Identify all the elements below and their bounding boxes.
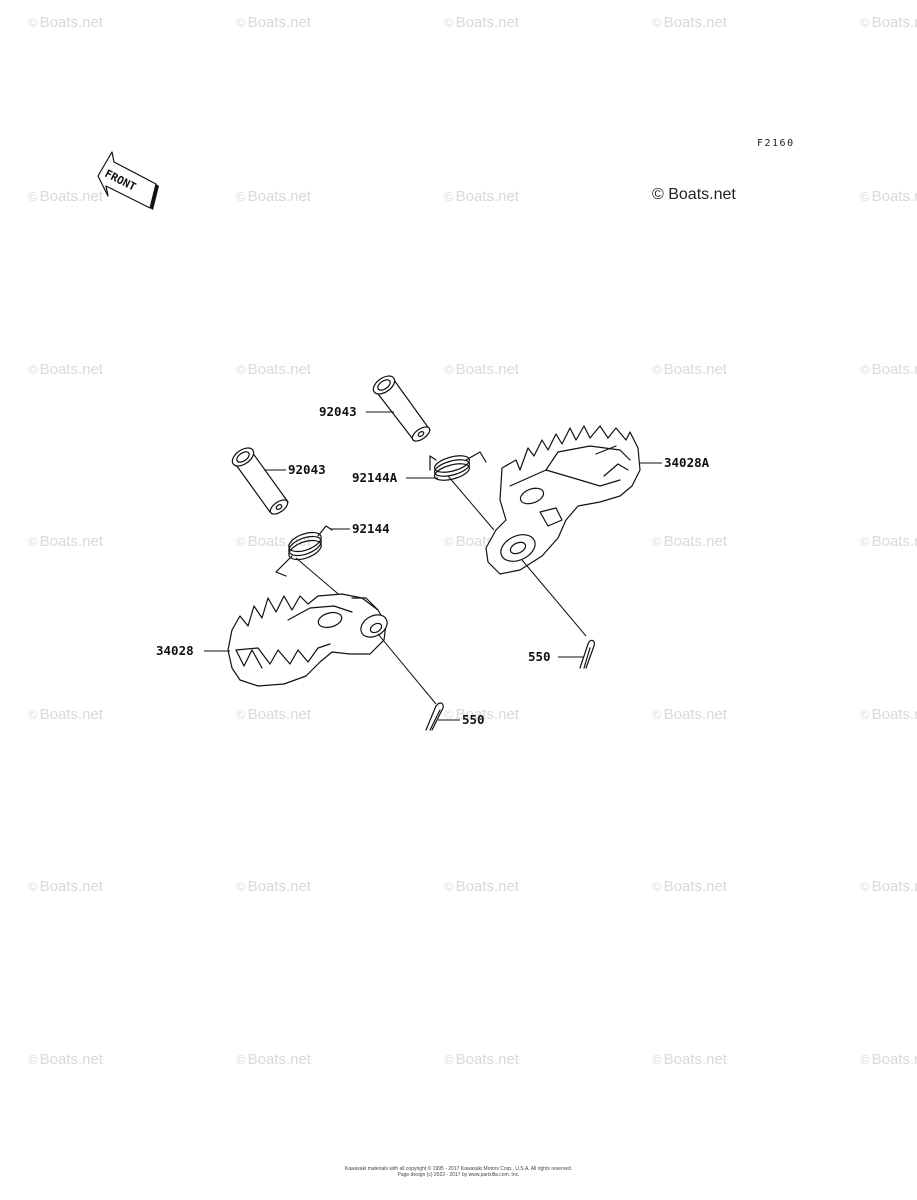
cotter-pin-right bbox=[579, 639, 595, 669]
figure-code: F2160 bbox=[757, 138, 795, 149]
part-label-footpeg-right[interactable]: 34028A bbox=[664, 455, 710, 470]
watermark: ©Boats.net bbox=[28, 706, 103, 723]
watermark: ©Boats.net bbox=[860, 14, 917, 31]
watermark: ©Boats.net bbox=[28, 533, 103, 550]
watermark: ©Boats.net bbox=[444, 1051, 519, 1068]
watermark: ©Boats.net bbox=[236, 361, 311, 378]
part-label-cotter-right[interactable]: 550 bbox=[528, 649, 551, 664]
footer-line: Kawasaki materials with all copyright © … bbox=[344, 1166, 573, 1172]
watermark: ©Boats.net bbox=[860, 188, 917, 205]
watermark: ©Boats.net bbox=[444, 188, 519, 205]
assembly-line bbox=[447, 475, 495, 531]
watermark: ©Boats.net bbox=[28, 1051, 103, 1068]
watermark: ©Boats.net bbox=[652, 14, 727, 31]
footer-copyright: Kawasaki materials with all copyright © … bbox=[0, 1166, 917, 1178]
copyright-label: © Boats.net bbox=[652, 186, 736, 203]
watermark: ©Boats.net bbox=[236, 14, 311, 31]
part-label-spring-left[interactable]: 92144 bbox=[352, 521, 390, 536]
watermark: ©Boats.net bbox=[28, 14, 103, 31]
watermark: ©Boats.net bbox=[860, 361, 917, 378]
watermark: ©Boats.net bbox=[28, 188, 103, 205]
footpeg-right bbox=[485, 425, 641, 575]
cotter-pin-left bbox=[425, 702, 444, 731]
watermark: ©Boats.net bbox=[28, 878, 103, 895]
watermark: ©Boats.net bbox=[652, 1051, 727, 1068]
watermark: ©Boats.net bbox=[652, 706, 727, 723]
footpeg-left bbox=[227, 593, 388, 687]
watermark: ©Boats.net bbox=[860, 533, 917, 550]
watermark: ©Boats.net bbox=[236, 188, 311, 205]
footer-line: Page design (c) 2022 - 2017 by www.partz… bbox=[397, 1172, 520, 1178]
watermark: ©Boats.net bbox=[860, 878, 917, 895]
part-label-pin-upper[interactable]: 92043 bbox=[319, 404, 357, 419]
watermark: ©Boats.net bbox=[860, 706, 917, 723]
watermark: ©Boats.net bbox=[652, 361, 727, 378]
part-label-pin-left[interactable]: 92043 bbox=[288, 462, 326, 477]
watermark: ©Boats.net bbox=[860, 1051, 917, 1068]
assembly-line bbox=[377, 633, 437, 705]
watermark: ©Boats.net bbox=[236, 1051, 311, 1068]
watermark: ©Boats.net bbox=[28, 361, 103, 378]
part-label-cotter-left[interactable]: 550 bbox=[462, 712, 485, 727]
watermark: ©Boats.net bbox=[236, 878, 311, 895]
part-label-spring-right[interactable]: 92144A bbox=[352, 470, 398, 485]
watermark: ©Boats.net bbox=[444, 14, 519, 31]
watermark: ©Boats.net bbox=[444, 361, 519, 378]
part-label-footpeg-left[interactable]: 34028 bbox=[156, 643, 194, 658]
spring-right bbox=[429, 451, 487, 481]
pin-left bbox=[231, 447, 289, 515]
front-arrow-icon: FRONT bbox=[97, 151, 159, 210]
watermark: ©Boats.net bbox=[652, 533, 727, 550]
watermark: ©Boats.net bbox=[444, 706, 519, 723]
pin-upper bbox=[372, 375, 431, 442]
watermark: ©Boats.net bbox=[652, 878, 727, 895]
assembly-line bbox=[521, 559, 587, 637]
watermark: ©Boats.net bbox=[236, 706, 311, 723]
spring-left bbox=[275, 525, 333, 577]
watermark: ©Boats.net bbox=[444, 878, 519, 895]
